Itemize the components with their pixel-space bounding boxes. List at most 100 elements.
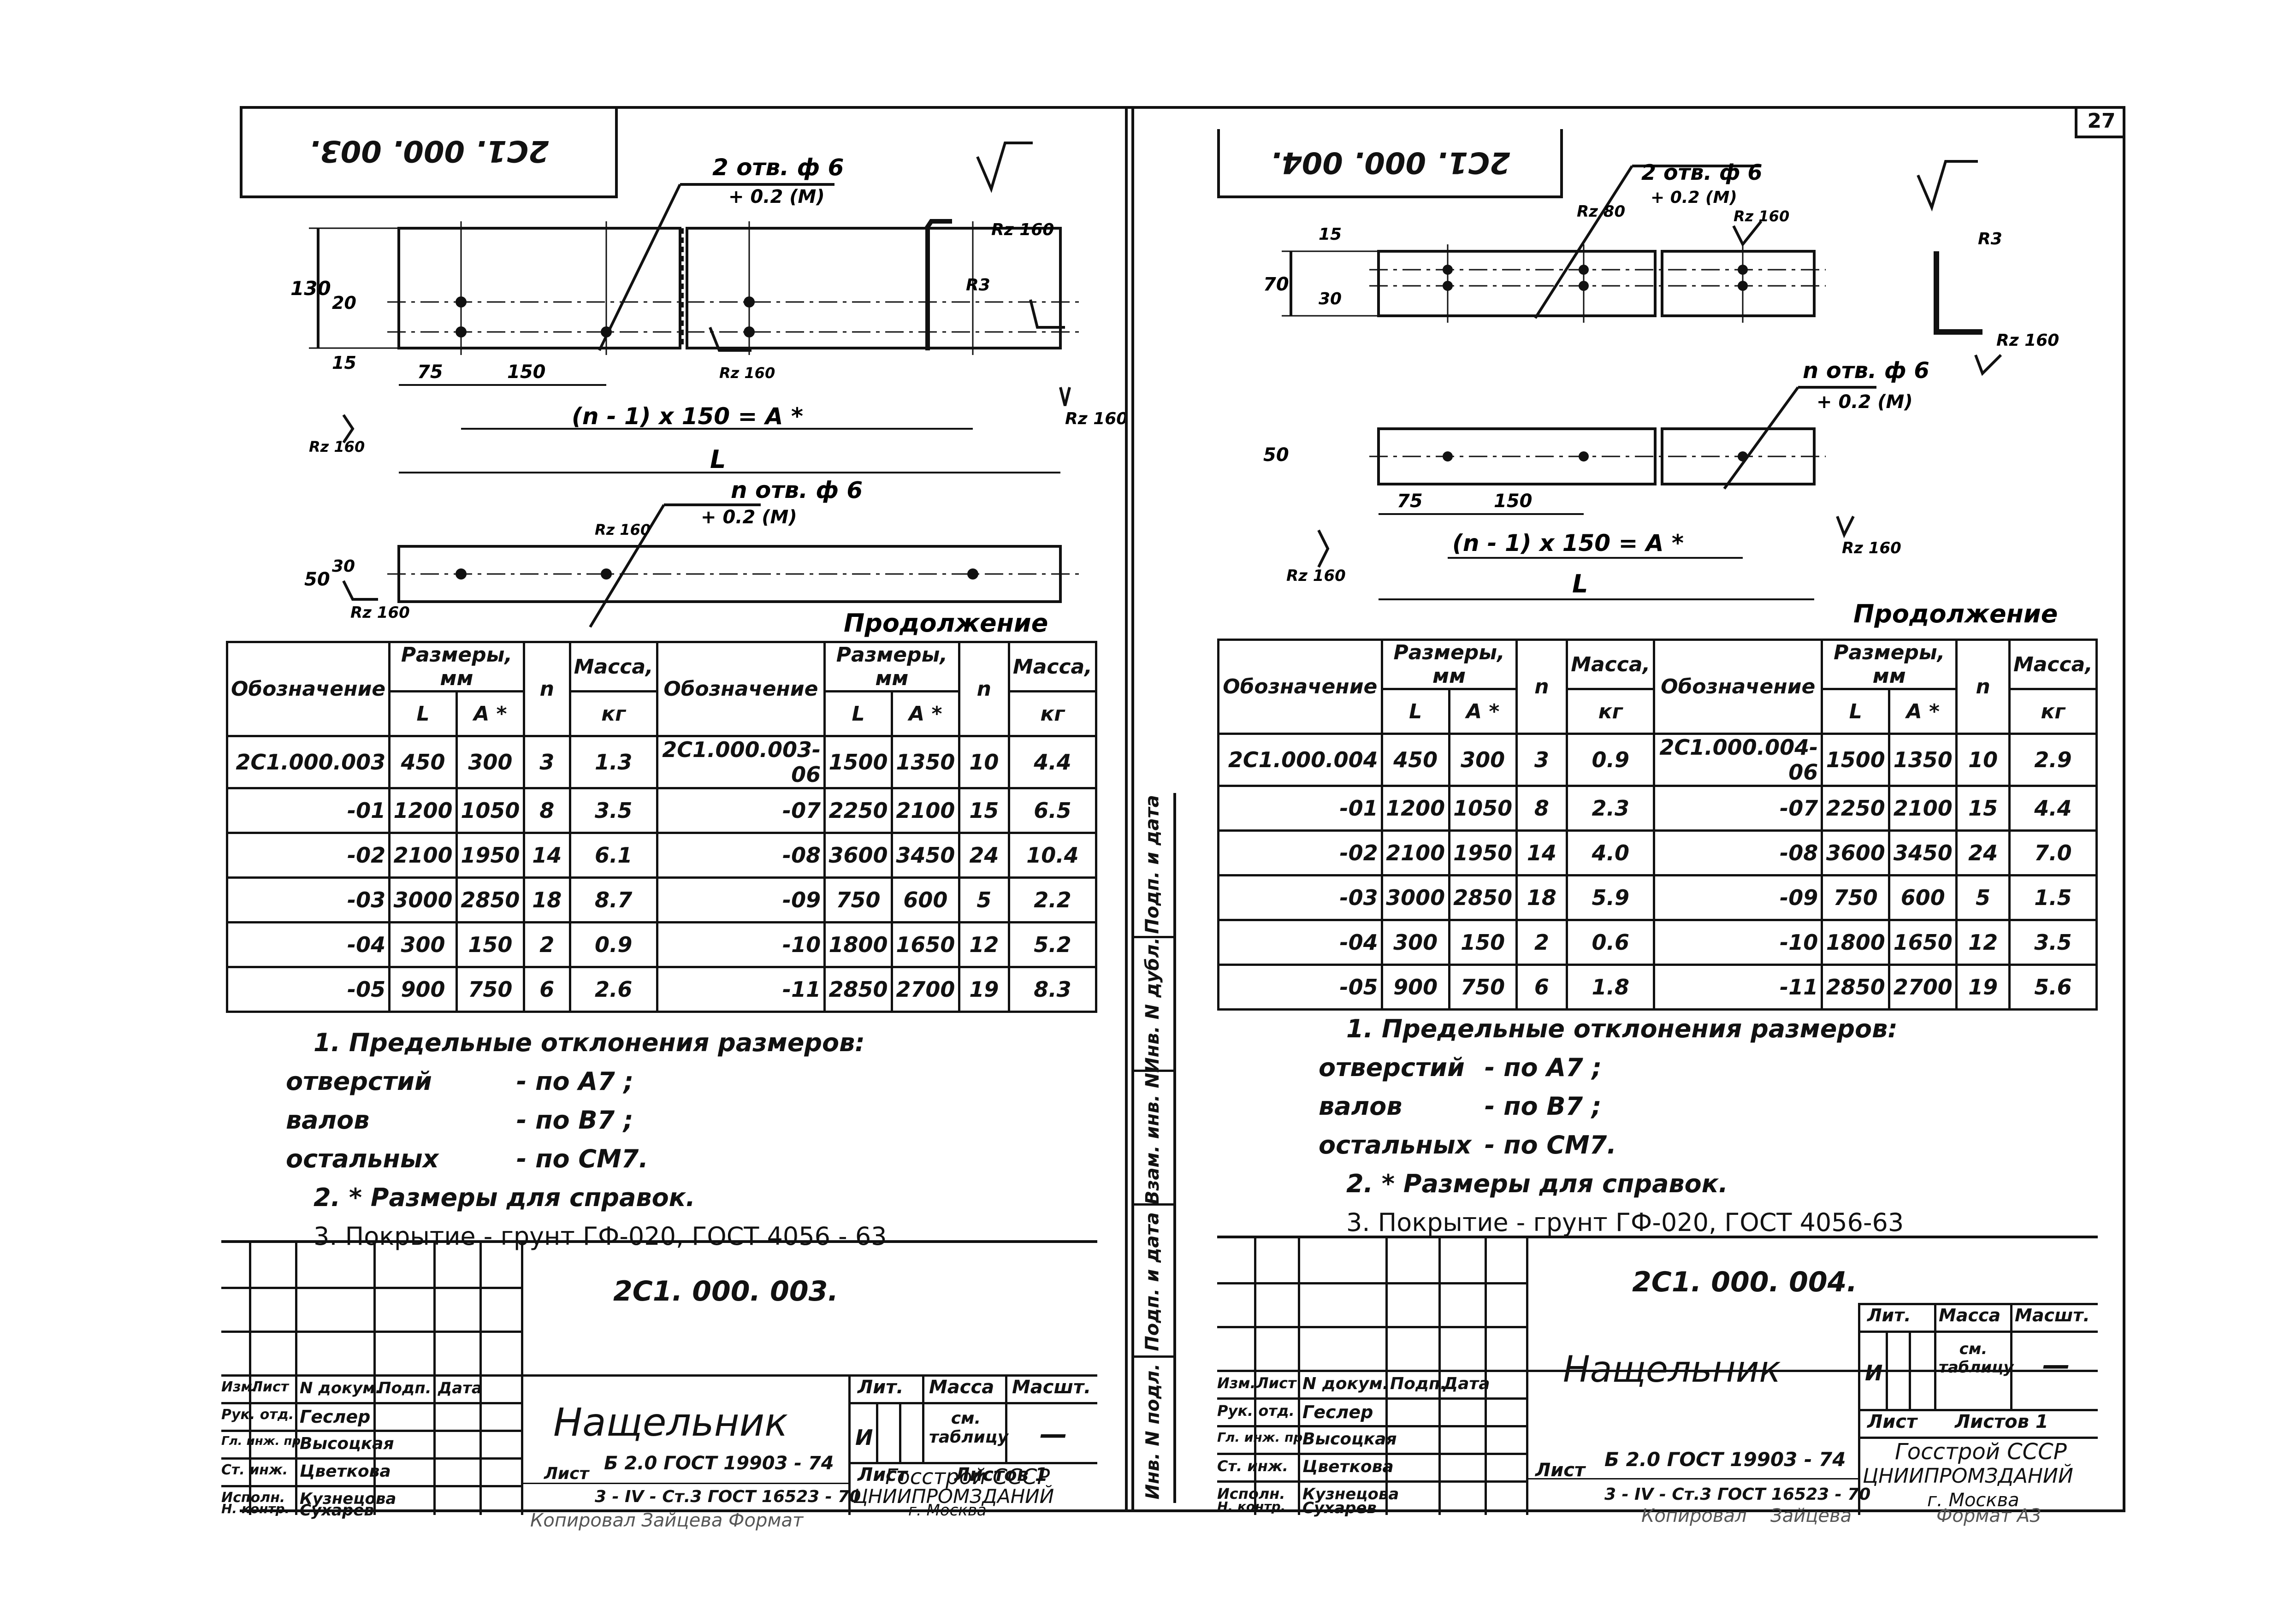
cell-designation: -02: [225, 832, 391, 879]
cell-designation: -01: [225, 787, 391, 834]
right-tol-top: + 0.2 (М): [1651, 188, 1737, 207]
cell-n: 10: [958, 735, 1010, 789]
right-radius: R3: [1978, 230, 2002, 248]
cell-n: 12: [958, 921, 1010, 968]
cell-mass: 0.9: [568, 921, 658, 968]
right-stamp-list-col: Лист: [1256, 1374, 1296, 1392]
left-th-kg-2: кг: [1007, 690, 1098, 737]
cell-n: 18: [522, 876, 571, 923]
cell-A: 2850: [455, 876, 525, 923]
cell-L: 750: [823, 876, 893, 923]
right-holes-bottom: n отв. ф 6: [1803, 358, 1929, 384]
cell-designation: -09: [1653, 874, 1823, 921]
cell-mass: 8.3: [1007, 966, 1098, 1013]
left-th-n: n: [522, 641, 571, 737]
cell-L: 450: [388, 735, 458, 789]
left-dim-30: 30: [332, 557, 355, 576]
right-note-3: 3. Покрытие - грунт ГФ-020, ГОСТ 4056-63: [1346, 1208, 1904, 1237]
side-label-5: Инв. N подл.: [1132, 1355, 1173, 1505]
left-th-designation: Обозначение: [225, 641, 391, 737]
right-title-block: 2С1. 000. 004. Нащельник Лит. Масса Масш…: [1217, 1236, 2098, 1517]
right-holes-top: 2 отв. ф 6: [1641, 160, 1763, 185]
cell-A: 1950: [1448, 829, 1518, 876]
cell-n: 24: [958, 832, 1010, 879]
cell-L: 1500: [1821, 733, 1891, 787]
cell-n: 5: [1955, 874, 2011, 921]
cell-n: 24: [1955, 829, 2011, 876]
cell-designation: -08: [656, 832, 826, 879]
cell-L: 1200: [388, 787, 458, 834]
cell-L: 750: [1821, 874, 1891, 921]
left-th-kg: кг: [568, 690, 658, 737]
cell-mass: 2.9: [2008, 733, 2098, 787]
cell-A: 600: [1888, 874, 1958, 921]
left-stamp-org-1: Госстрой СССР: [885, 1464, 1050, 1489]
cell-n: 3: [522, 735, 571, 789]
left-stamp-name: Нащельник: [553, 1400, 788, 1445]
cell-n: 14: [522, 832, 571, 879]
cell-L: 300: [1380, 919, 1450, 966]
cell-designation: -07: [1653, 785, 1823, 832]
left-stamp-p5: Сухарев: [300, 1501, 374, 1520]
cell-n: 6: [522, 966, 571, 1013]
right-footer-format: Формат А3: [1936, 1505, 2042, 1526]
left-dim-L: L: [710, 445, 726, 474]
left-note-1c: остальных- по СМ7.: [286, 1140, 887, 1178]
right-th-n: n: [1515, 639, 1568, 735]
left-tol-bottom: + 0.2 (М): [701, 507, 797, 528]
cell-mass: 1.3: [568, 735, 658, 789]
cell-n: 3: [1515, 733, 1568, 787]
left-th-n-2: n: [958, 641, 1010, 737]
cell-n: 10: [1955, 733, 2011, 787]
cell-A: 2100: [890, 787, 960, 834]
cell-mass: 5.9: [1566, 874, 1656, 921]
cell-mass: 2.3: [1566, 785, 1656, 832]
cell-L: 1800: [1821, 919, 1891, 966]
left-stamp-code: 2С1. 000. 003.: [613, 1275, 839, 1307]
cell-mass: 10.4: [1007, 832, 1098, 879]
left-stamp-r4: Исполн.: [221, 1490, 285, 1506]
cell-designation: -03: [1217, 874, 1383, 921]
cell-mass: 6.5: [1007, 787, 1098, 834]
right-footer-name: Зайцева: [1770, 1505, 1852, 1526]
left-radius: R3: [966, 276, 990, 295]
cell-n: 5: [958, 876, 1010, 923]
cell-A: 3450: [890, 832, 960, 879]
cell-n: 8: [522, 787, 571, 834]
side-label-3: Взам. инв. N: [1132, 1070, 1173, 1206]
right-th-mass: Масса,: [1566, 639, 1656, 690]
left-stamp-org-2: ЦНИИПРОМЗДАНИЙ: [853, 1485, 1054, 1508]
left-note-1c-value: - по СМ7.: [516, 1144, 648, 1173]
right-th-sizes-2: Размеры, мм: [1821, 639, 1958, 690]
cell-mass: 3.5: [568, 787, 658, 834]
cell-designation: 2С1.000.004: [1217, 733, 1383, 787]
left-title-block: 2С1. 000. 003. Нащельник Лит. Масса Масш…: [221, 1240, 1097, 1520]
right-stamp-data: Дата: [1443, 1374, 1490, 1393]
right-stamp-listov: Листов 1: [1955, 1411, 2048, 1432]
right-stamp-r2: Гл. инж. пр.: [1217, 1430, 1308, 1445]
cell-L: 1200: [1380, 785, 1450, 832]
right-stamp-r1: Рук. отд.: [1217, 1402, 1295, 1420]
right-dim-70: 70: [1263, 274, 1289, 295]
right-stamp-p2: Высоцкая: [1302, 1430, 1397, 1449]
right-rough-2: Rz 160: [1734, 207, 1789, 225]
right-stamp-org-1: Госстрой СССР: [1895, 1439, 2067, 1465]
left-stamp-list-2: Лист: [544, 1464, 589, 1483]
right-note-2: 2. * Размеры для справок.: [1346, 1169, 1728, 1198]
right-th-designation: Обозначение: [1217, 639, 1383, 735]
cell-A: 750: [1448, 964, 1518, 1011]
cell-mass: 0.6: [1566, 919, 1656, 966]
cell-L: 2250: [823, 787, 893, 834]
right-note-1b: валов- по В7 ;: [1319, 1087, 1904, 1126]
cell-designation: -01: [1217, 785, 1383, 832]
right-note-1c: остальных- по СМ7.: [1319, 1126, 1904, 1165]
cell-designation: -10: [1653, 919, 1823, 966]
right-th-A: A *: [1448, 688, 1518, 735]
right-note-1a: отверстий- по А7 ;: [1319, 1048, 1904, 1087]
right-tol-bottom: + 0.2 (М): [1817, 391, 1913, 413]
right-notes: 1. Предельные отклонения размеров: отвер…: [1319, 1010, 1904, 1242]
left-note-1b-label: валов: [286, 1106, 370, 1135]
